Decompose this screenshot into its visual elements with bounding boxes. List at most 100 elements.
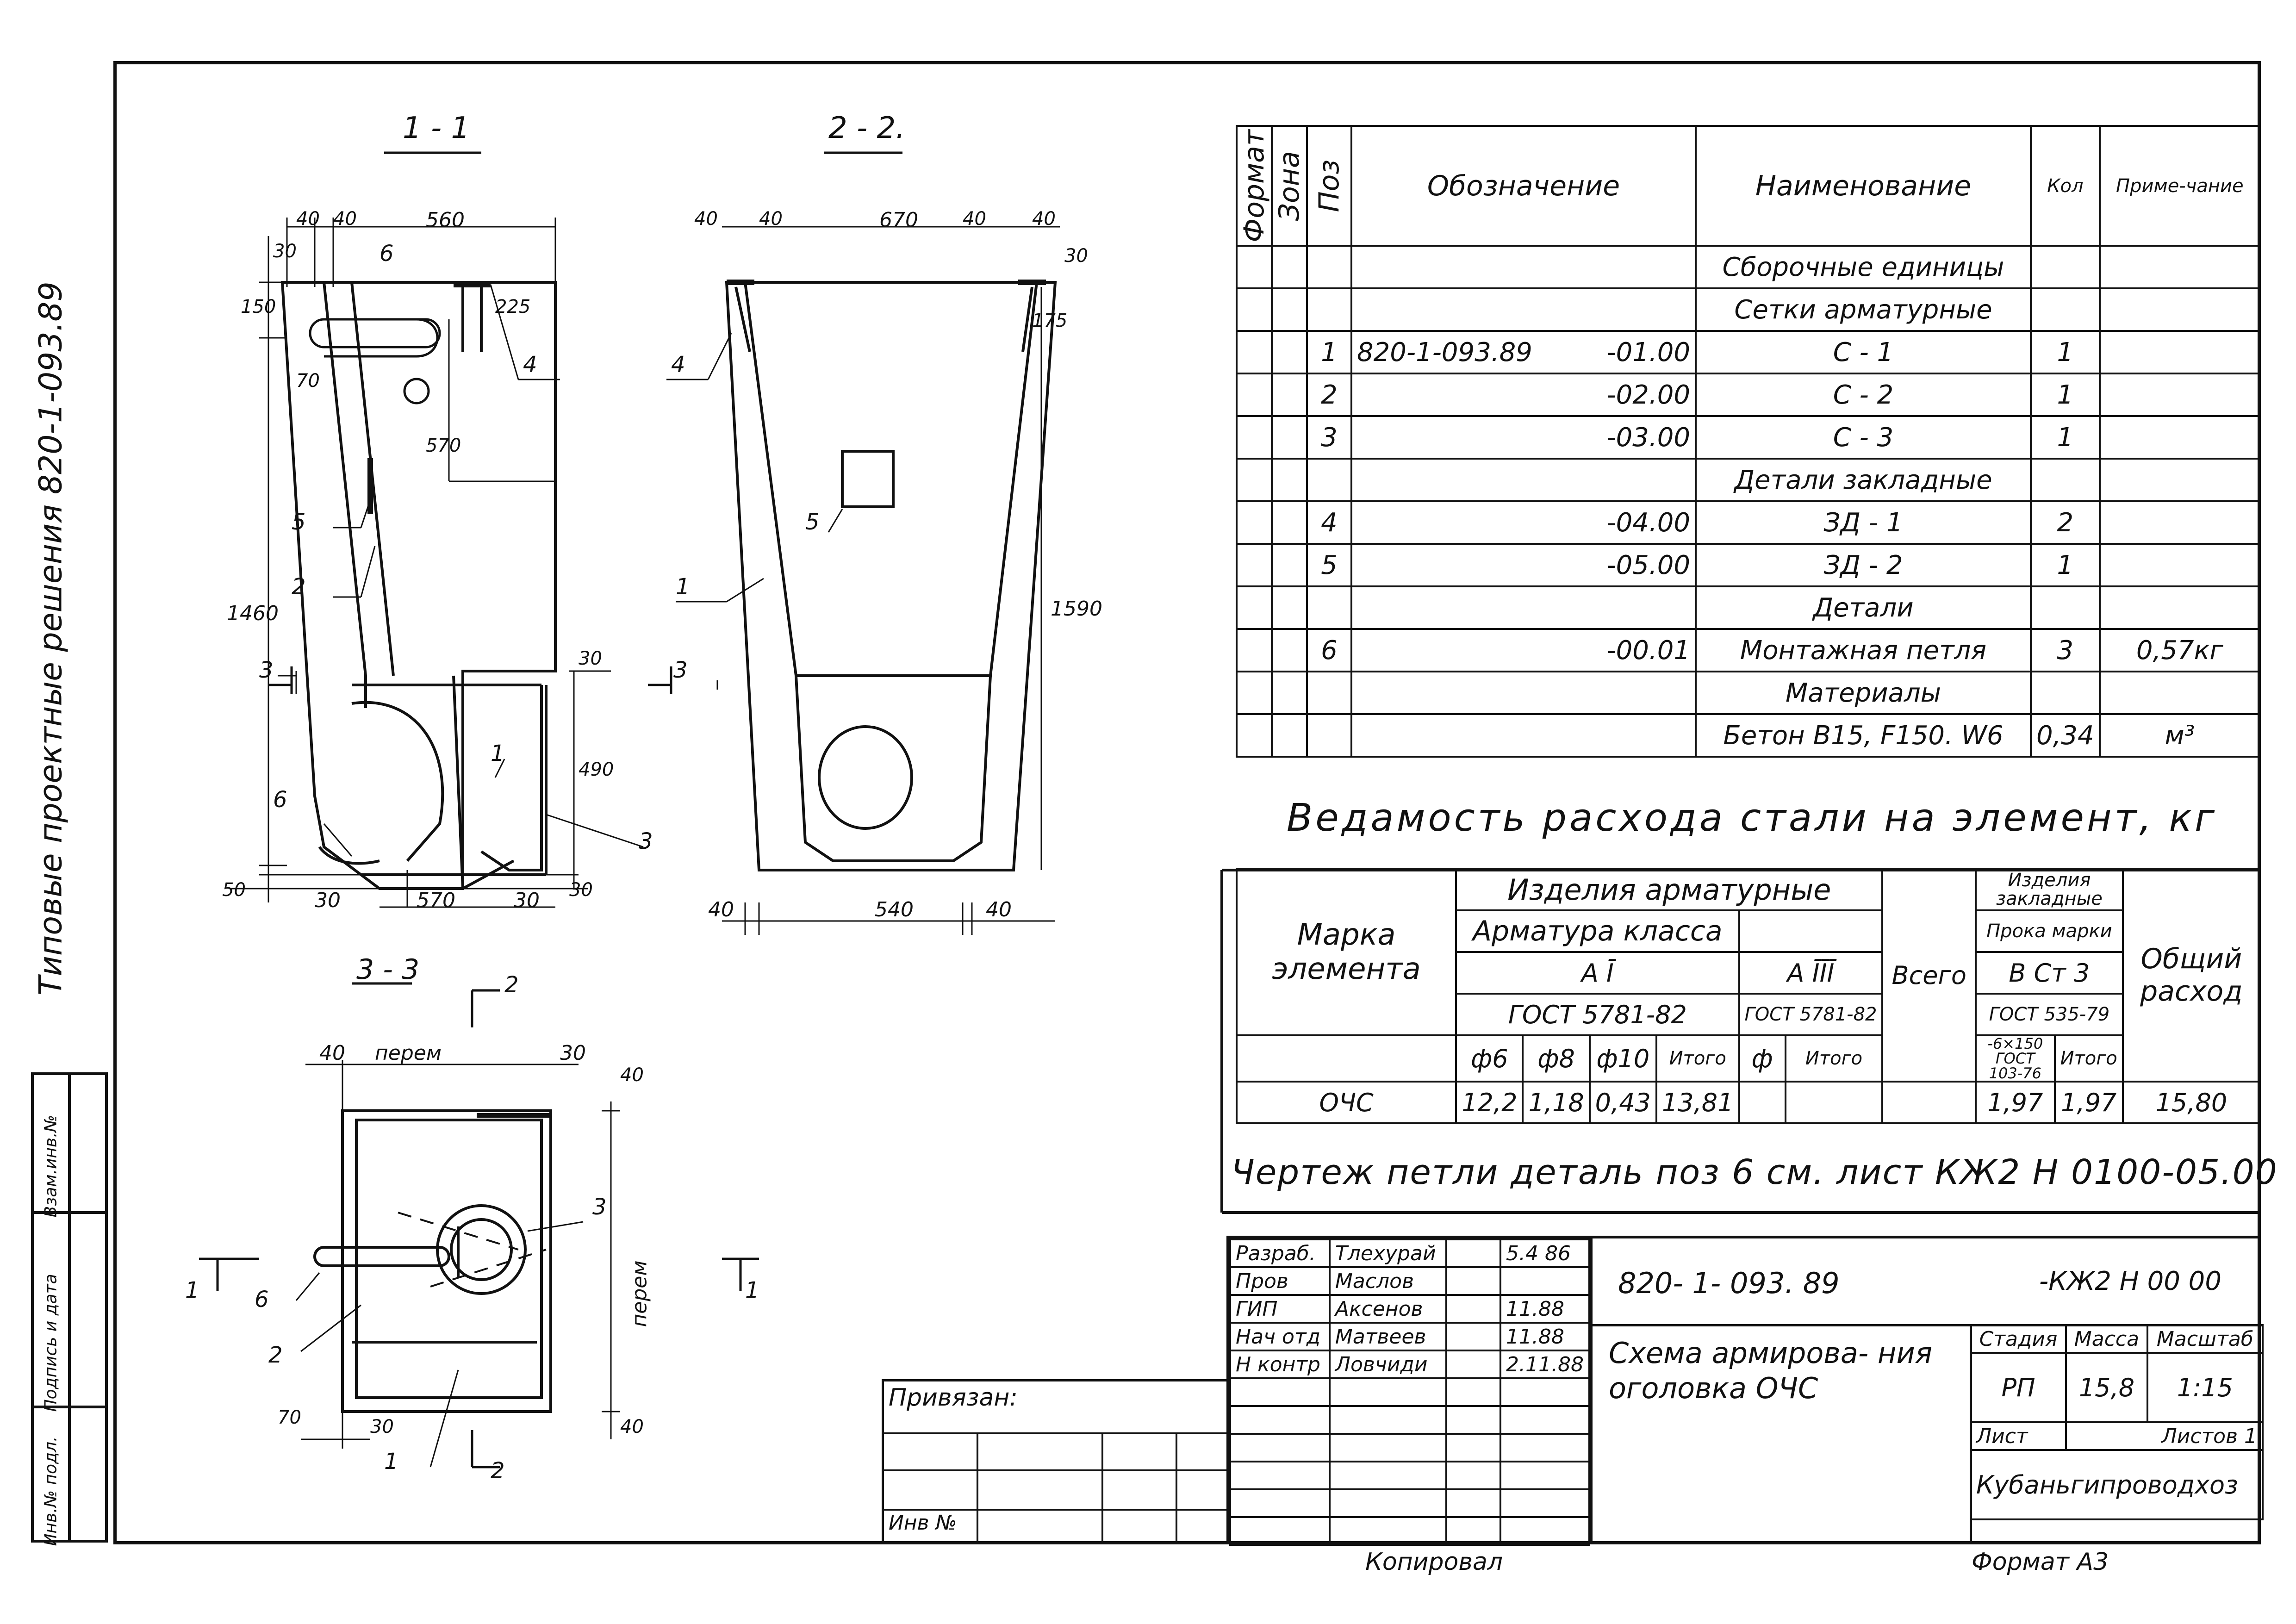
spec-pos xyxy=(1306,287,1352,332)
signature-role: Пров xyxy=(1229,1266,1331,1296)
signature-empty-cell xyxy=(1445,1405,1502,1435)
dim3-30b: 30 xyxy=(370,1416,394,1437)
signature-empty-cell xyxy=(1229,1433,1331,1462)
steel-d10: 0,43 xyxy=(1588,1081,1657,1124)
signature-name: Маслов xyxy=(1328,1266,1447,1296)
spec-code xyxy=(1350,671,1697,716)
bound-col1 xyxy=(977,1432,978,1543)
spec-pos xyxy=(1306,671,1352,716)
dim3-40r: 40 xyxy=(620,1064,644,1086)
spec-format xyxy=(1236,500,1273,545)
dim-225: 225 xyxy=(495,296,531,317)
cut-2-top: 2 xyxy=(504,972,519,998)
signature-row-empty xyxy=(1229,1405,1590,1435)
signature-name: Матвеев xyxy=(1328,1322,1447,1351)
doc-code: 820- 1- 093. 89 xyxy=(1618,1266,1840,1300)
spec-name: С - 1 xyxy=(1695,330,2032,375)
signature-empty-cell xyxy=(1500,1433,1590,1462)
spec-code-main: 820-1-093.89 xyxy=(1357,337,1532,367)
spec-name: С - 3 xyxy=(1695,415,2032,460)
spec-code: -04.00 xyxy=(1350,500,1697,545)
signature-row-empty xyxy=(1229,1377,1590,1407)
steel-h-a1: А Ī xyxy=(1455,951,1740,995)
spec-name: Сборочные единицы xyxy=(1695,245,2032,290)
organization: Кубаньгипроводхоз xyxy=(1970,1449,2264,1520)
dim-490: 490 xyxy=(579,759,614,780)
bound-row-line3 xyxy=(884,1509,1229,1511)
signature-row-empty xyxy=(1229,1461,1590,1490)
spec-row: Материалы xyxy=(1236,671,2261,716)
bound-block: Привязан: Инв № xyxy=(882,1379,1229,1543)
steel-h-gost3: ГОСТ 535-79 xyxy=(1975,993,2124,1036)
steel-h-mark: Марка элемента xyxy=(1235,868,1457,1036)
signature-empty-cell xyxy=(1229,1516,1331,1546)
scale-value: 1:15 xyxy=(2146,1352,2264,1423)
steel-h-gost2: ГОСТ 5781-82 xyxy=(1738,993,1884,1036)
steel-h-sum3: Итого xyxy=(2053,1034,2124,1083)
spec-format xyxy=(1236,330,1273,375)
bound-col3 xyxy=(1176,1432,1177,1543)
dim-570v: 570 xyxy=(426,435,461,456)
steel-h-sum1: Итого xyxy=(1655,1034,1740,1083)
section-title-1-1: 1 - 1 xyxy=(403,111,470,145)
spec-name: ЗД - 2 xyxy=(1695,543,2032,588)
signature-name: Аксенов xyxy=(1328,1294,1447,1324)
drawing-title: Схема армирова- ния оголовка ОЧС xyxy=(1609,1336,1933,1405)
label2-4: 4 xyxy=(671,352,685,378)
spec-pos xyxy=(1306,458,1352,503)
spec-pos: 2 xyxy=(1306,373,1352,417)
steel-h-a3-spacer xyxy=(1738,909,1884,953)
spec-format xyxy=(1236,671,1273,716)
signature-empty-cell xyxy=(1500,1461,1590,1490)
dim-30b: 30 xyxy=(579,648,602,669)
spec-note xyxy=(2098,415,2261,460)
cut-1-right: 1 xyxy=(745,1277,759,1303)
spec-qty: 0,34 xyxy=(2030,713,2101,758)
spec-code: -05.00 xyxy=(1350,543,1697,588)
signature-date: 5.4 86 xyxy=(1500,1238,1590,1268)
signature-row-empty xyxy=(1229,1488,1590,1518)
spec-code: -03.00 xyxy=(1350,415,1697,460)
section-title-3-3: 3 - 3 xyxy=(356,953,420,986)
dim3-perem: перем xyxy=(375,1041,442,1065)
cut-1-left: 1 xyxy=(185,1277,199,1303)
sheet-label: Лист xyxy=(1969,1421,2067,1451)
spec-format xyxy=(1236,287,1273,332)
spec-zone xyxy=(1271,415,1308,460)
spec-code xyxy=(1350,458,1697,503)
label3-1: 1 xyxy=(384,1449,398,1475)
spec-name: Монтажная петля xyxy=(1695,628,2032,673)
signature-empty-cell xyxy=(1229,1377,1331,1407)
steel-h-total: Всего xyxy=(1881,868,1977,1083)
spec-row: Детали xyxy=(1236,585,2261,630)
spec-qty xyxy=(2030,671,2101,716)
signature-empty-cell xyxy=(1328,1377,1447,1407)
dim2-670: 670 xyxy=(879,208,918,232)
spec-qty: 1 xyxy=(2030,543,2101,588)
spec-zone xyxy=(1271,713,1308,758)
spec-code xyxy=(1350,287,1697,332)
spec-qty xyxy=(2030,458,2101,503)
spec-name: Сетки арматурные xyxy=(1695,287,2032,332)
spec-note: 0,57кг xyxy=(2098,628,2261,673)
signature-role: ГИП xyxy=(1229,1294,1331,1324)
spec-note xyxy=(2098,543,2261,588)
spec-format xyxy=(1236,458,1273,503)
bound-label: Привязан: xyxy=(889,1384,1018,1412)
signature-row-empty xyxy=(1229,1433,1590,1462)
spec-zone xyxy=(1271,287,1308,332)
dim-30e: 30 xyxy=(569,879,593,901)
series-title: Типовые проектные решения 820-1-093.89 xyxy=(32,281,69,996)
spec-zone xyxy=(1271,245,1308,290)
spec-qty xyxy=(2030,245,2101,290)
dim3-40: 40 xyxy=(319,1041,345,1065)
signature-empty-cell xyxy=(1328,1461,1447,1490)
steel-sum3: 1,97 xyxy=(2053,1081,2124,1124)
spec-note xyxy=(2098,245,2261,290)
dim2-40b: 40 xyxy=(759,208,783,230)
signature-sign xyxy=(1445,1238,1502,1268)
